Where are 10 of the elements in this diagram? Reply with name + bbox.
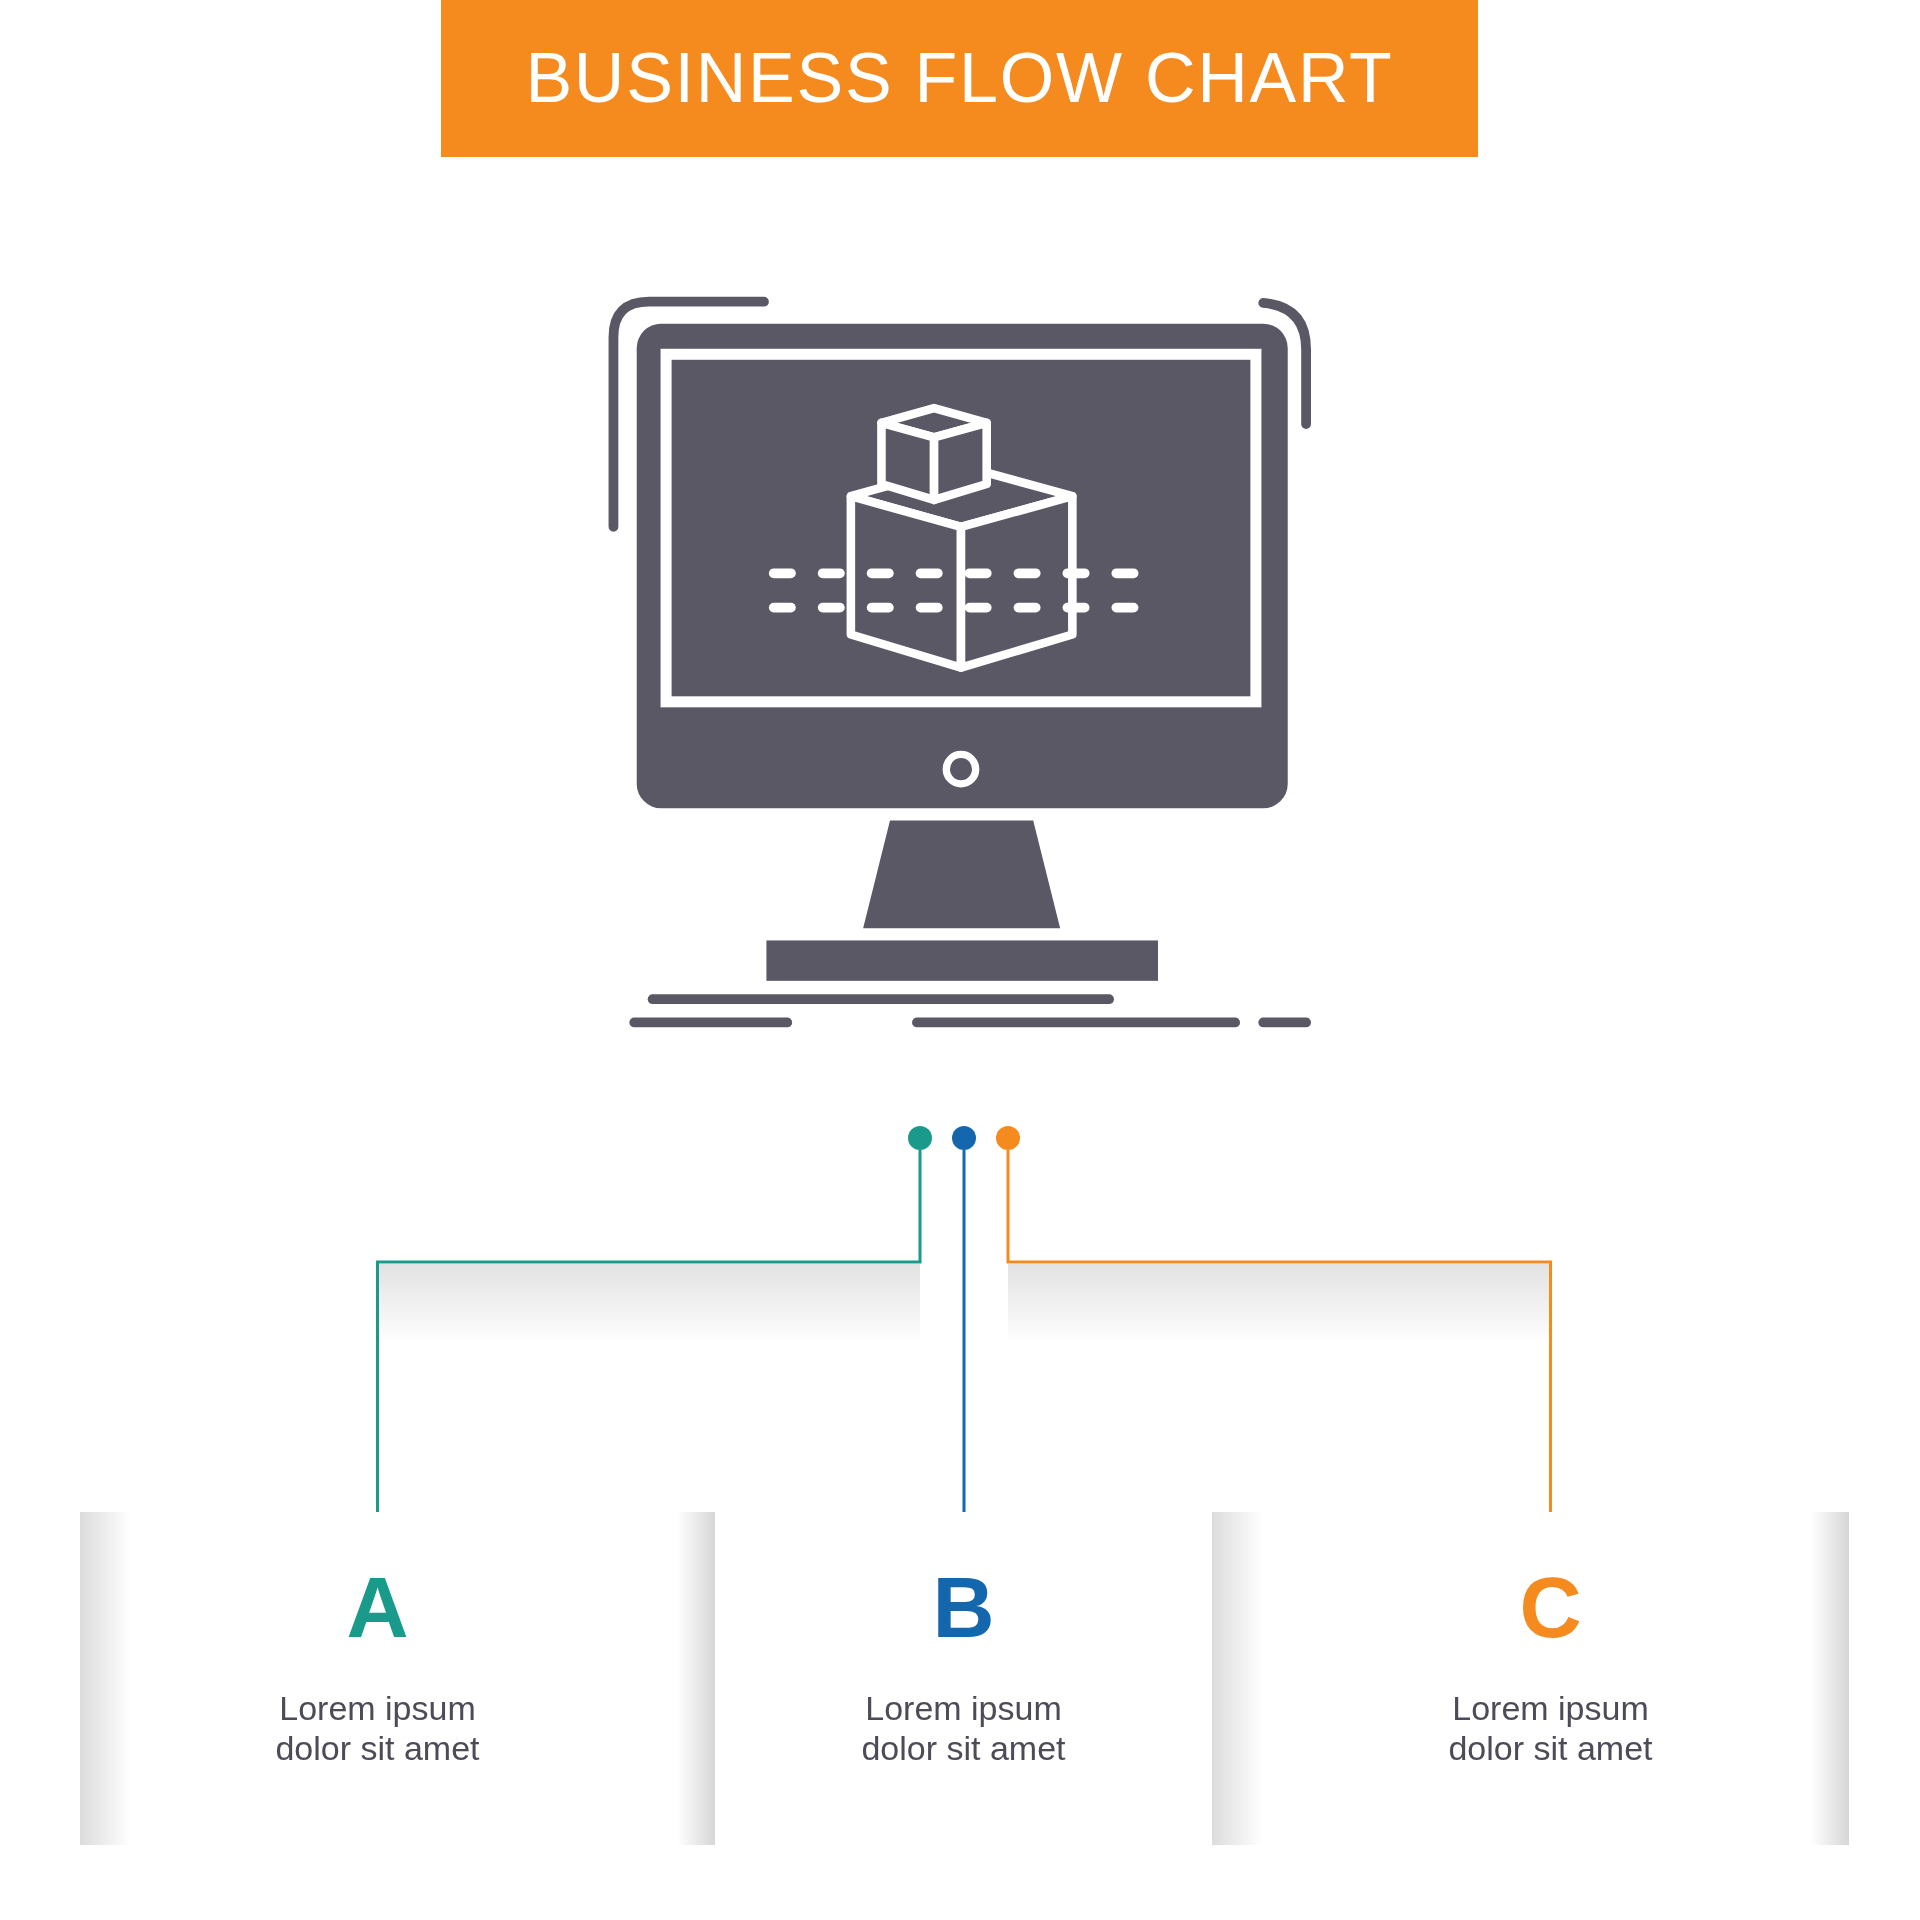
description-text: Lorem ipsum dolor sit amet	[1447, 1688, 1654, 1768]
connector-line	[962, 1150, 966, 1512]
connector-line	[1006, 1150, 1552, 1512]
description-text: Lorem ipsum dolor sit amet	[274, 1688, 481, 1768]
section-letter: A	[346, 1564, 409, 1650]
title-banner: BUSINESS FLOW CHART	[441, 0, 1478, 157]
section-letter: B	[932, 1564, 995, 1650]
section-letter: C	[1519, 1564, 1582, 1650]
connector-line	[376, 1150, 922, 1512]
description-text: Lorem ipsum dolor sit amet	[860, 1688, 1067, 1768]
